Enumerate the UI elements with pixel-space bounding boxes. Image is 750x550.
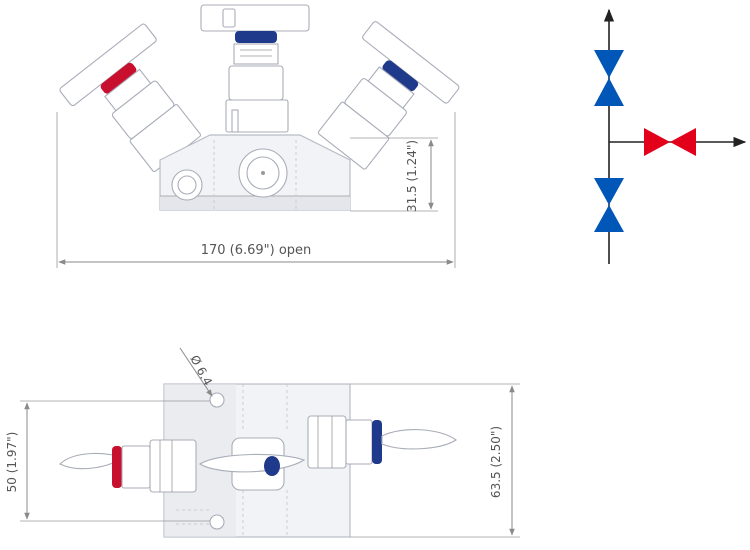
mount-spacing-label: 50 (1.97")	[5, 432, 19, 493]
mounting-hole-bottom	[209, 514, 225, 530]
height-label: 31.5 (1.24")	[405, 140, 419, 212]
front-view: 170 (6.69") open 31.5 (1.24")	[56, 4, 460, 268]
left-valve	[59, 23, 202, 173]
width-label: 63.5 (2.50")	[489, 426, 503, 498]
top-left-valve	[59, 439, 197, 493]
top-right-blue-cap	[372, 420, 382, 464]
top-center-valve	[198, 437, 306, 491]
center-handle	[200, 4, 310, 32]
valve-schematic	[594, 8, 747, 264]
center-blue-cap	[235, 31, 277, 43]
top-center-blue-cap	[264, 456, 280, 476]
center-valve	[200, 4, 310, 133]
top-left-red-cap	[112, 446, 122, 488]
left-handle	[59, 23, 157, 107]
top-right-handle	[381, 429, 457, 450]
hole-leader	[179, 347, 213, 397]
horizontal-valve-icon	[644, 128, 696, 156]
right-handle	[362, 21, 460, 104]
mounting-hole-top	[209, 392, 225, 408]
top-view: Ø 6.4 50 (1.97")	[5, 347, 520, 538]
right-valve	[317, 21, 460, 170]
upper-vertical-valve-icon	[594, 50, 624, 106]
left-red-cap	[100, 62, 137, 94]
hole-label: Ø 6.4	[187, 353, 215, 388]
open-width-label: 170 (6.69") open	[201, 243, 312, 258]
right-blue-cap	[382, 60, 419, 92]
lower-vertical-valve-icon	[594, 178, 624, 232]
top-right-valve	[307, 415, 457, 469]
